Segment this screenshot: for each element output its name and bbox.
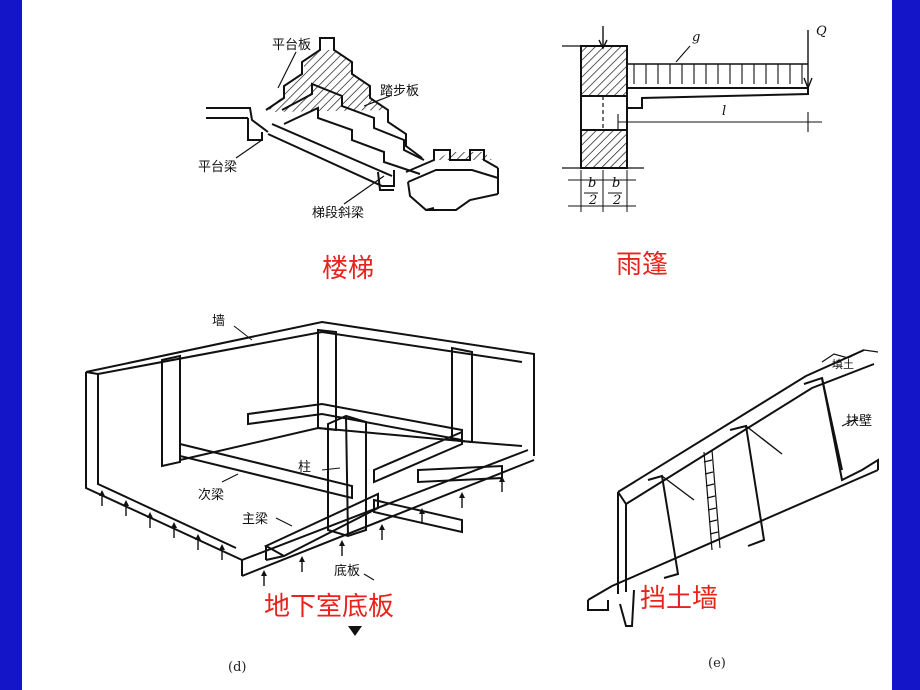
wall-bottom-hatch — [580, 129, 628, 169]
secondary-beam — [179, 442, 353, 500]
cross-beam-back — [247, 402, 463, 442]
symbol-l: l — [722, 104, 727, 119]
symbol-Q: Q — [816, 24, 827, 39]
diagram-canvas — [85, 26, 879, 636]
caption-stair: 楼梯 — [322, 254, 375, 284]
front-beam-right — [373, 498, 463, 534]
figure-tag-e: (e) — [708, 656, 726, 671]
stair-tread-hatch — [268, 50, 386, 112]
side-beam-right — [417, 464, 503, 484]
figure-tag-d: (d) — [228, 660, 247, 675]
soil-pressure-arrows — [101, 482, 503, 586]
label-landing-slab: 平台板 — [272, 38, 312, 53]
lower-flight-hatch — [436, 152, 492, 160]
slide: 平台板 踏步板 平台梁 梯段斜梁 楼梯 g Q l b 2 b 2 雨篷 墙 柱… — [22, 0, 892, 690]
stair-drawing — [206, 37, 499, 212]
cross-beam-right — [373, 430, 463, 484]
caption-retaining-wall: 挡土墙 — [640, 584, 719, 614]
basement-drawing — [85, 320, 535, 636]
symbol-2-right: 2 — [613, 193, 622, 208]
wall-top-hatch — [580, 45, 628, 97]
label-landing-beam: 平台梁 — [198, 160, 238, 175]
symbol-b-right: b — [612, 176, 621, 191]
symbol-2-left: 2 — [589, 193, 598, 208]
pilaster-left — [161, 354, 181, 468]
label-column: 柱 — [298, 460, 312, 475]
soil-arrow-heads — [99, 476, 505, 576]
label-fill: 填土 — [832, 358, 854, 371]
symbol-b-left: b — [588, 176, 597, 191]
caption-canopy: 雨篷 — [616, 250, 669, 280]
caption-basement: 地下室底板 — [264, 592, 395, 622]
label-wall: 墙 — [212, 314, 226, 329]
uniform-load-arrows — [633, 64, 803, 84]
label-secondary-beam: 次梁 — [198, 488, 225, 503]
canopy-drawing — [562, 26, 822, 212]
label-base-slab: 底板 — [334, 564, 361, 579]
symbol-g: g — [692, 30, 701, 45]
label-counterfort: 扶壁 — [846, 414, 873, 429]
label-stringer: 梯段斜梁 — [312, 206, 365, 221]
label-tread-slab: 踏步板 — [380, 84, 420, 99]
retaining-wall-drawing — [587, 349, 879, 627]
label-main-beam: 主梁 — [242, 512, 269, 527]
main-beam — [263, 492, 379, 561]
rebar-ladder — [703, 449, 721, 551]
